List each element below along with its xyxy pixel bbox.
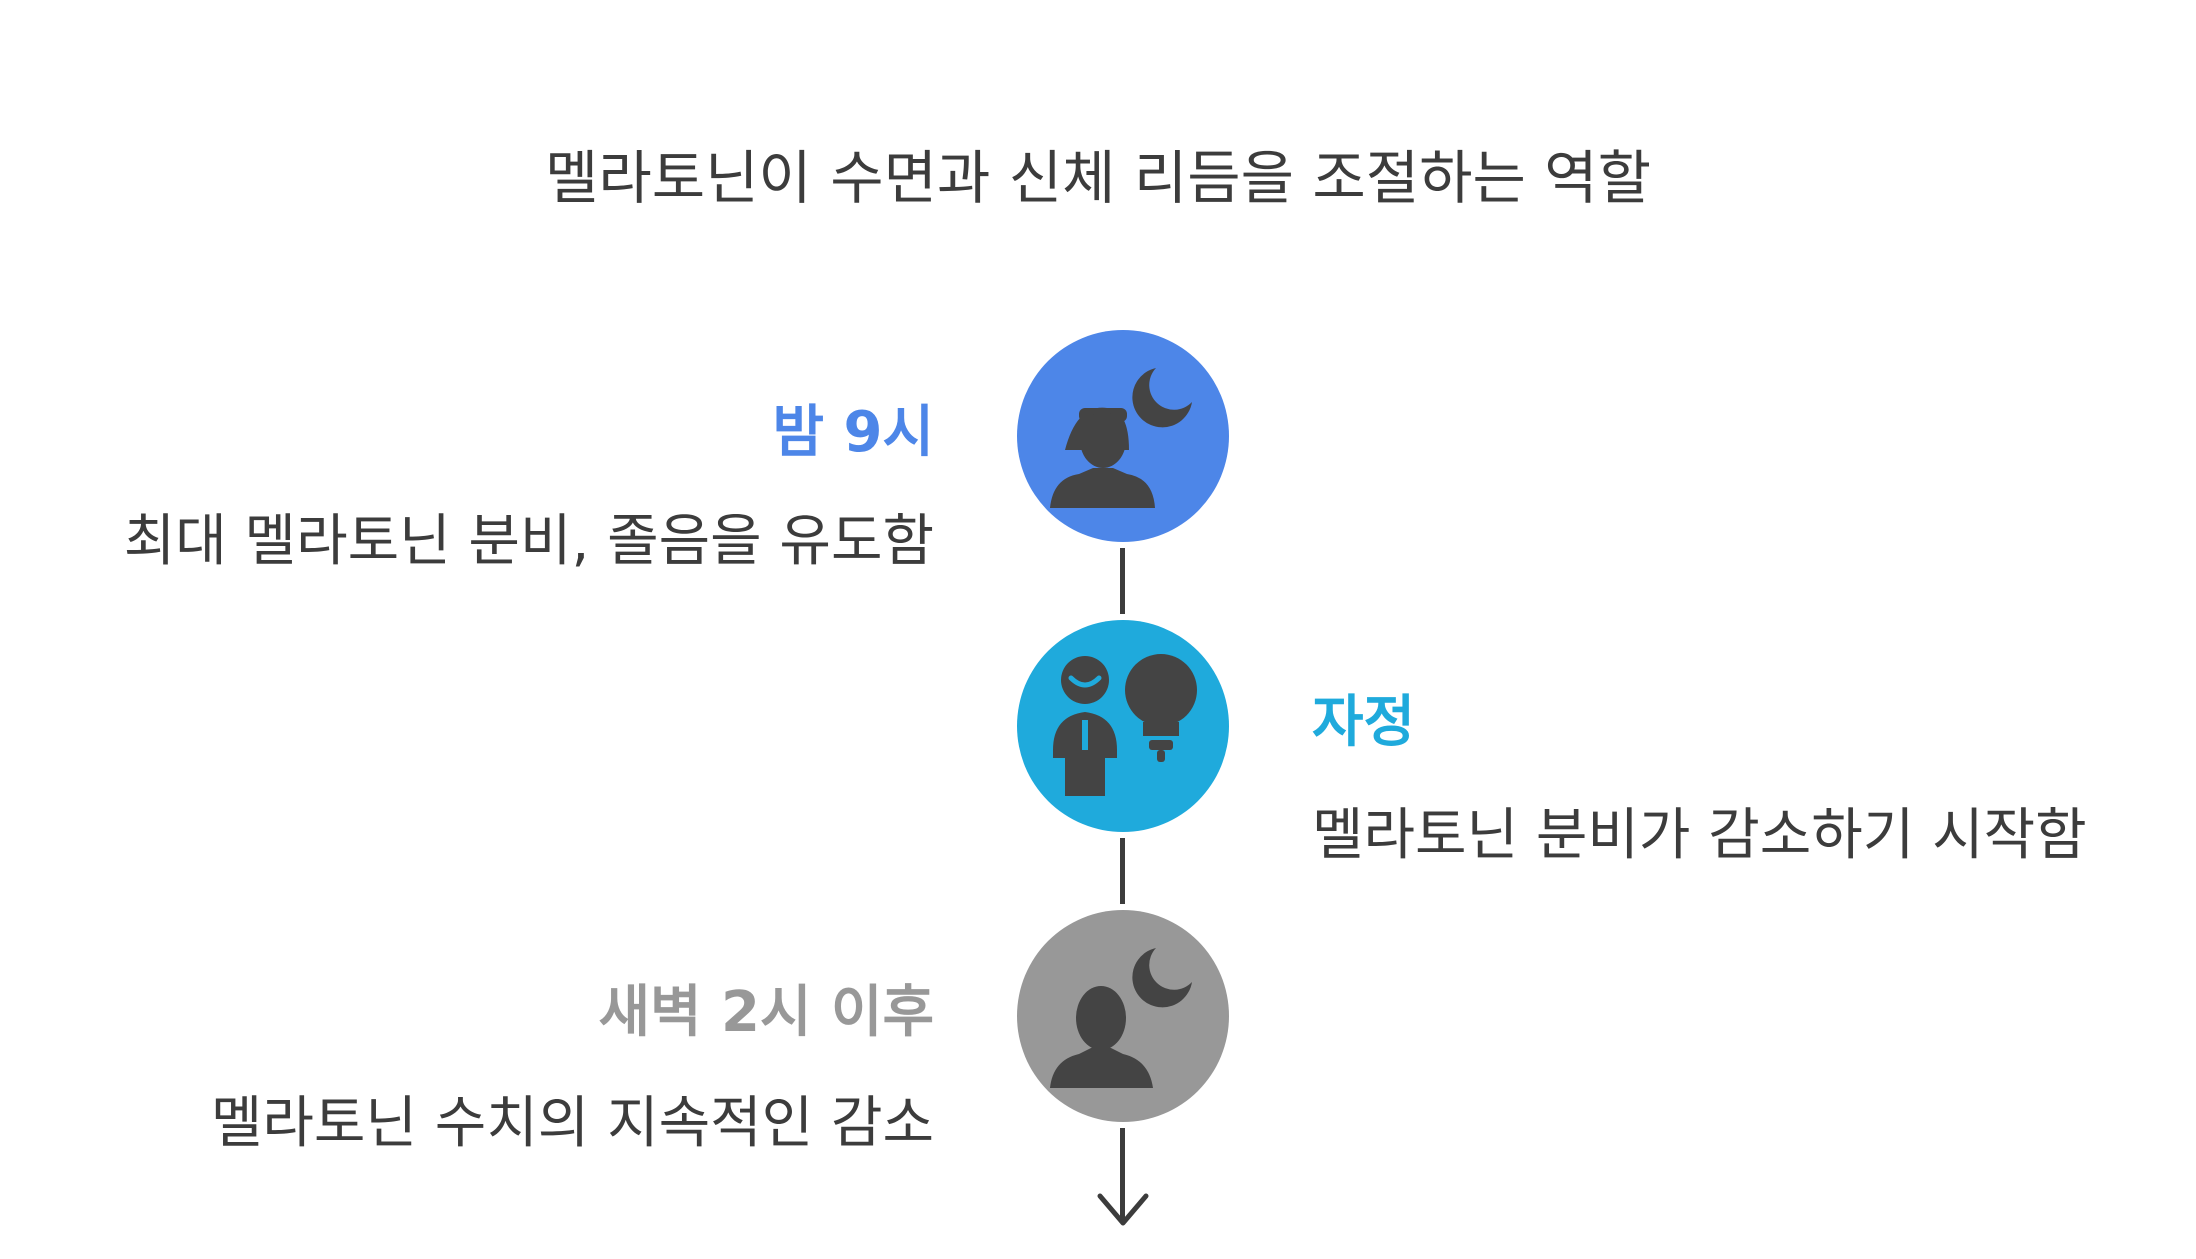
step-description-2: 멜라토닌 분비가 감소하기 시작함 xyxy=(1312,803,2087,868)
arrow-down-icon xyxy=(1097,1193,1149,1226)
step-description-3: 멜라토닌 수치의 지속적인 감소 xyxy=(210,1091,934,1156)
connector-line-2 xyxy=(1120,838,1125,904)
step-node-2 xyxy=(1017,620,1229,832)
step-title-3: 새벽 2시 이후 xyxy=(598,980,934,1045)
step-node-3 xyxy=(1017,910,1229,1122)
sleeping-person-moon-icon xyxy=(1050,368,1192,508)
connector-line-1 xyxy=(1120,548,1125,614)
step-title-2: 자정 xyxy=(1312,690,1416,755)
person-lightbulb-icon xyxy=(1053,654,1197,796)
step-node-1 xyxy=(1017,330,1229,542)
person-silhouette-moon-icon xyxy=(1050,948,1192,1088)
connector-line-3 xyxy=(1120,1128,1125,1222)
step-description-1: 최대 멜라토닌 분비, 졸음을 유도함 xyxy=(123,509,934,574)
step-title-1: 밤 9시 xyxy=(772,400,934,465)
diagram-title: 멜라토닌이 수면과 신체 리듬을 조절하는 역할 xyxy=(544,144,1652,212)
